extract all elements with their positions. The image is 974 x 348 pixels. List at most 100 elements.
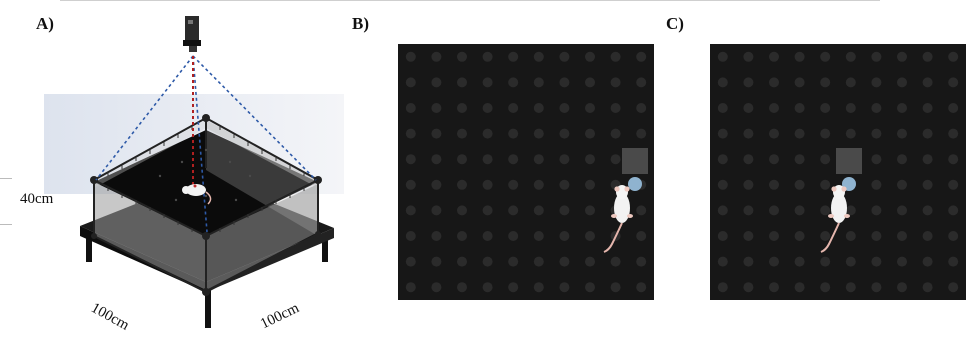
floor-dot [405, 256, 416, 267]
floor-dot [794, 77, 805, 88]
floor-dot [405, 51, 416, 62]
floor-dot [743, 51, 754, 62]
floor-dot [871, 77, 882, 88]
floor-dot [948, 282, 959, 293]
floor-dot [717, 256, 728, 267]
floor-dot [431, 231, 442, 241]
floor-dot [769, 77, 779, 88]
floor-dot [508, 51, 519, 62]
floor-dot [405, 179, 416, 190]
floor-dot [948, 256, 959, 267]
floor-dot [405, 205, 416, 216]
floor-dot [431, 205, 442, 216]
floor-dot [794, 256, 805, 267]
floor-dot [769, 128, 779, 139]
floor-dot [871, 205, 882, 216]
floor-dot [585, 51, 595, 62]
floor-dot-grid [717, 51, 959, 293]
floor-dot [610, 77, 621, 88]
floor-dot [482, 256, 493, 267]
floor-dot [431, 51, 442, 62]
floor-dot [610, 282, 621, 293]
floor-dot [897, 77, 907, 88]
floor-dot [610, 103, 621, 113]
floor-dot [794, 282, 805, 293]
floor-dot [743, 179, 754, 190]
floor-dot [871, 154, 882, 165]
floor-dot [585, 205, 595, 216]
floor-dot [457, 103, 467, 113]
nose-marker [628, 177, 642, 191]
floor-dot [559, 128, 570, 139]
floor-dot [636, 103, 647, 113]
panel-a-label: A) [36, 14, 54, 33]
floor-dot [897, 128, 907, 139]
floor-dot [585, 103, 595, 113]
table-leg [205, 290, 211, 328]
floor-dot [794, 103, 805, 113]
floor-dot [559, 103, 570, 113]
floor-dot [405, 77, 416, 88]
floor-dot [457, 179, 467, 190]
floor-dot [922, 154, 933, 165]
floor-dot [559, 231, 570, 241]
floor-dot [922, 231, 933, 241]
floor-dot [405, 128, 416, 139]
floor-dot [508, 128, 519, 139]
floor-dot [533, 205, 544, 216]
floor-dots [158, 148, 252, 202]
side-tick-lower [0, 224, 12, 225]
floor-dot [897, 205, 907, 216]
floor-dot [743, 256, 754, 267]
floor-dot [636, 51, 647, 62]
floor-dot [610, 51, 621, 62]
floor-dot [820, 282, 831, 293]
floor-dot [743, 103, 754, 113]
floor-dot [636, 128, 647, 139]
floor-dot [636, 205, 647, 216]
side-tick-upper [0, 178, 12, 179]
floor-dot [717, 51, 728, 62]
apparatus-diagram [44, 16, 344, 328]
arena-floor [94, 130, 318, 236]
floor-dot [431, 282, 442, 293]
rat-icon [603, 185, 633, 253]
floor-dot [482, 128, 493, 139]
floor-dot [585, 179, 595, 190]
floor-dot [457, 256, 467, 267]
height-dimension-label: 40cm [20, 191, 54, 207]
floor-dot [922, 128, 933, 139]
floor-dot [948, 77, 959, 88]
floor-dot [636, 77, 647, 88]
floor-dot [845, 128, 856, 139]
floor-dot [559, 205, 570, 216]
floor-dot [559, 154, 570, 165]
floor-dot [610, 154, 621, 165]
floor-dot [769, 256, 779, 267]
floor-dot [743, 77, 754, 88]
floor-dot [794, 179, 805, 190]
floor-dot [482, 51, 493, 62]
floor-dot [871, 103, 882, 113]
floor-dot [897, 103, 907, 113]
floor-dot [533, 179, 544, 190]
floor-dot [508, 256, 519, 267]
floor-dot [717, 231, 728, 241]
panel-b-label: B) [352, 14, 369, 33]
floor-dot [585, 128, 595, 139]
target-square [622, 148, 648, 174]
floor-dot [508, 77, 519, 88]
floor-dot [508, 282, 519, 293]
floor-dot [533, 231, 544, 241]
camera-icon [183, 16, 201, 52]
floor-dot [871, 231, 882, 241]
table-leg [322, 234, 328, 262]
lower-box-left [94, 182, 206, 290]
floor-dot [820, 154, 831, 165]
floor-dot [405, 103, 416, 113]
floor-dot [897, 231, 907, 241]
floor-dot [820, 179, 831, 190]
floor-dot [559, 179, 570, 190]
floor-dot [533, 256, 544, 267]
floor-dot [845, 282, 856, 293]
